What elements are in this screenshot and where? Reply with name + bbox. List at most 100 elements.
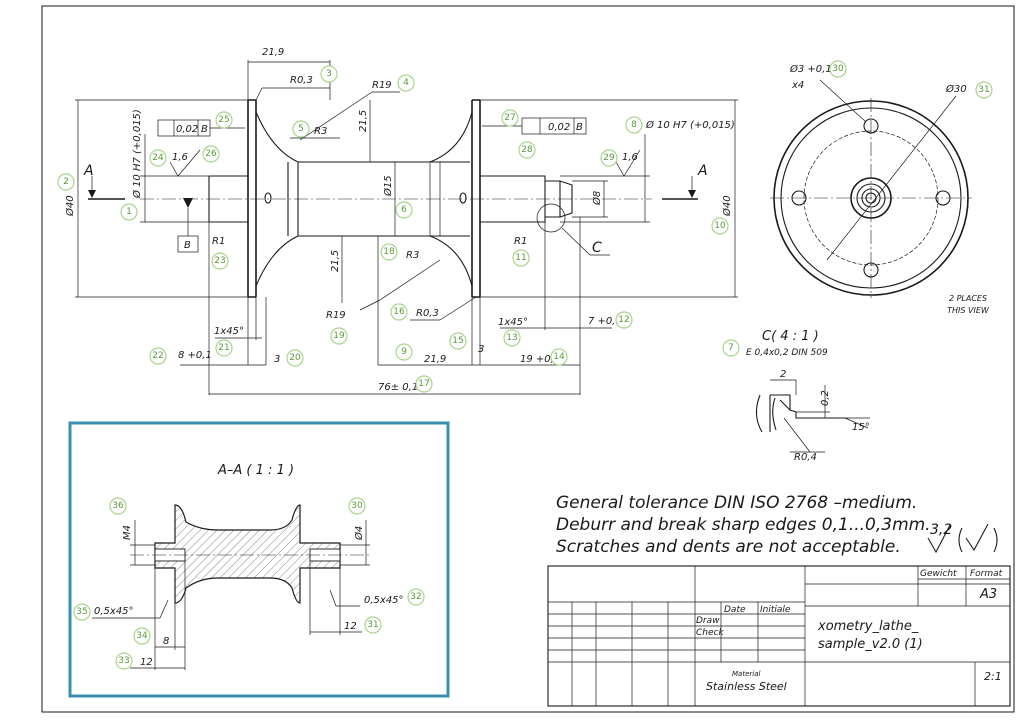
dim-21-9-bottom: 21,9 (424, 354, 446, 365)
roughness-left: 1,6 (172, 152, 188, 163)
detail-dim-0-2: 0,2 (820, 390, 831, 406)
main-balloon-label-19: 19 (333, 331, 345, 341)
main-balloon-label-23: 23 (214, 256, 225, 266)
section-label-a-left: A (83, 163, 94, 179)
main-balloon-label-25: 25 (218, 115, 229, 125)
dim-76: 76± 0,1 (378, 382, 418, 393)
end-view-d30: Ø30 (945, 83, 967, 95)
dim-d40-right: Ø40 (721, 195, 733, 217)
title-block: Gewicht Format A3 Date Initiale Draw Che… (547, 565, 1011, 707)
this-view-note: THIS VIEW (947, 306, 990, 315)
main-balloon-19 (330, 327, 348, 345)
note-line-3: Scratches and dents are not acceptable. (556, 537, 901, 557)
dim-d10-right: Ø 10 H7 (+0,015) (645, 119, 735, 131)
main-balloon-23 (211, 252, 229, 270)
section-dim-8: 8 (163, 636, 169, 647)
detail-c-view: C( 4 : 1 ) E 0,4x0,2 DIN 509 2 0,2 15° R… (746, 329, 870, 463)
main-balloon-label-20: 20 (289, 353, 301, 363)
main-balloon-4 (397, 74, 415, 92)
main-balloon-label-4: 4 (403, 78, 409, 88)
end-view-x4: x4 (791, 80, 804, 91)
main-balloon-label-11: 11 (515, 253, 526, 263)
main-balloon-label-29: 29 (603, 153, 615, 163)
section-balloon-label-34: 34 (136, 631, 148, 641)
tb-gewicht: Gewicht (920, 569, 957, 579)
surface-finish-general-symbol (958, 523, 998, 553)
dim-chamfer-right: 1x45° (498, 317, 528, 328)
detail-label-c: C (592, 240, 602, 256)
main-balloon-label-2: 2 (63, 177, 69, 187)
main-balloons: 1234567891011121314151617181920212223242… (57, 60, 993, 393)
roughness-right: 1,6 (622, 152, 638, 163)
section-dim-d4: Ø4 (353, 526, 365, 541)
section-balloon-33 (115, 652, 133, 670)
section-balloon-30 (348, 497, 366, 515)
main-balloon-label-3: 3 (326, 69, 332, 79)
dim-r1-right: R1 (514, 236, 527, 247)
section-balloon-31 (364, 616, 382, 634)
dim-r0-3-bottom: R0,3 (416, 308, 439, 319)
main-balloon-label-5: 5 (298, 124, 304, 134)
main-balloon-3 (320, 65, 338, 83)
detail-dim-2: 2 (780, 369, 786, 380)
main-balloon-28 (518, 141, 536, 159)
dim-3-left: 3 (274, 354, 280, 365)
main-balloon-29 (600, 149, 618, 167)
main-balloon-label-26: 26 (205, 149, 217, 159)
dim-r19-top: R19 (372, 80, 392, 91)
main-balloon-label-27: 27 (504, 113, 515, 123)
dim-r1-left: R1 (212, 236, 225, 247)
main-balloon-label-31: 31 (978, 85, 989, 95)
tb-part-name-line-2: sample_v2.0 (1) (818, 637, 923, 652)
main-balloon-20 (286, 349, 304, 367)
dim-21-5-bottom: 21,5 (330, 250, 341, 272)
main-balloon-24 (149, 149, 167, 167)
section-title: A–A ( 1 : 1 ) (217, 463, 294, 478)
section-label-a-right: A (697, 163, 708, 179)
tb-initiale: Initiale (760, 605, 791, 615)
tolerance-left-value: 0,02 (176, 124, 198, 135)
main-balloon-27 (501, 109, 519, 127)
section-balloon-34 (133, 627, 151, 645)
tb-scale: 2:1 (984, 670, 1002, 683)
main-balloon-6 (395, 201, 413, 219)
tb-material-label: Material (732, 670, 760, 678)
section-balloon-label-35: 35 (76, 607, 87, 617)
general-notes: General tolerance DIN ISO 2768 –medium. … (556, 493, 998, 557)
dim-r0-3-top: R0,3 (290, 75, 313, 86)
note-line-2: Deburr and break sharp edges 0,1...0,3mm… (556, 515, 931, 535)
detail-c-note: E 0,4x0,2 DIN 509 (746, 348, 828, 358)
sheet-frame (41, 5, 1015, 713)
tb-date: Date (724, 605, 746, 615)
section-dim-chamfer-right: 0,5x45° (364, 595, 404, 606)
section-a-a-view: A–A ( 1 : 1 ) M4 Ø4 0,5x45° 0,5x45° 1 (68, 421, 450, 698)
section-balloon-label-31: 31 (367, 620, 378, 630)
main-balloon-15 (449, 332, 467, 350)
dim-3-right: 3 (478, 344, 484, 355)
end-view-d3: Ø3 +0,1 (789, 63, 832, 75)
main-balloon-1 (120, 203, 138, 221)
main-balloon-7 (722, 339, 740, 357)
main-balloon-label-6: 6 (401, 205, 407, 215)
dim-21-5-top: 21,5 (358, 110, 369, 132)
tolerance-right-ref: B (576, 122, 583, 133)
main-balloon-31 (975, 81, 993, 99)
main-balloon-16 (390, 303, 408, 321)
section-balloon-label-30: 30 (351, 501, 363, 511)
tb-draw: Draw (696, 616, 720, 626)
main-balloon-17 (415, 375, 433, 393)
main-balloon-label-13: 13 (506, 333, 517, 343)
main-balloon-10 (711, 217, 729, 235)
dim-chamfer-left: 1x45° (214, 326, 244, 337)
dim-21-9-top: 21,9 (262, 47, 284, 58)
main-balloon-9 (395, 343, 413, 361)
main-balloon-label-17: 17 (418, 379, 429, 389)
tb-check: Check (696, 628, 724, 638)
end-view: Ø3 +0,1 x4 Ø30 2 PLACES THIS VIEW (770, 63, 990, 315)
main-balloon-label-12: 12 (618, 315, 629, 325)
section-dim-12-right: 12 (344, 621, 357, 632)
main-balloon-label-8: 8 (631, 120, 637, 130)
main-balloon-14 (550, 348, 568, 366)
main-balloon-26 (202, 145, 220, 163)
